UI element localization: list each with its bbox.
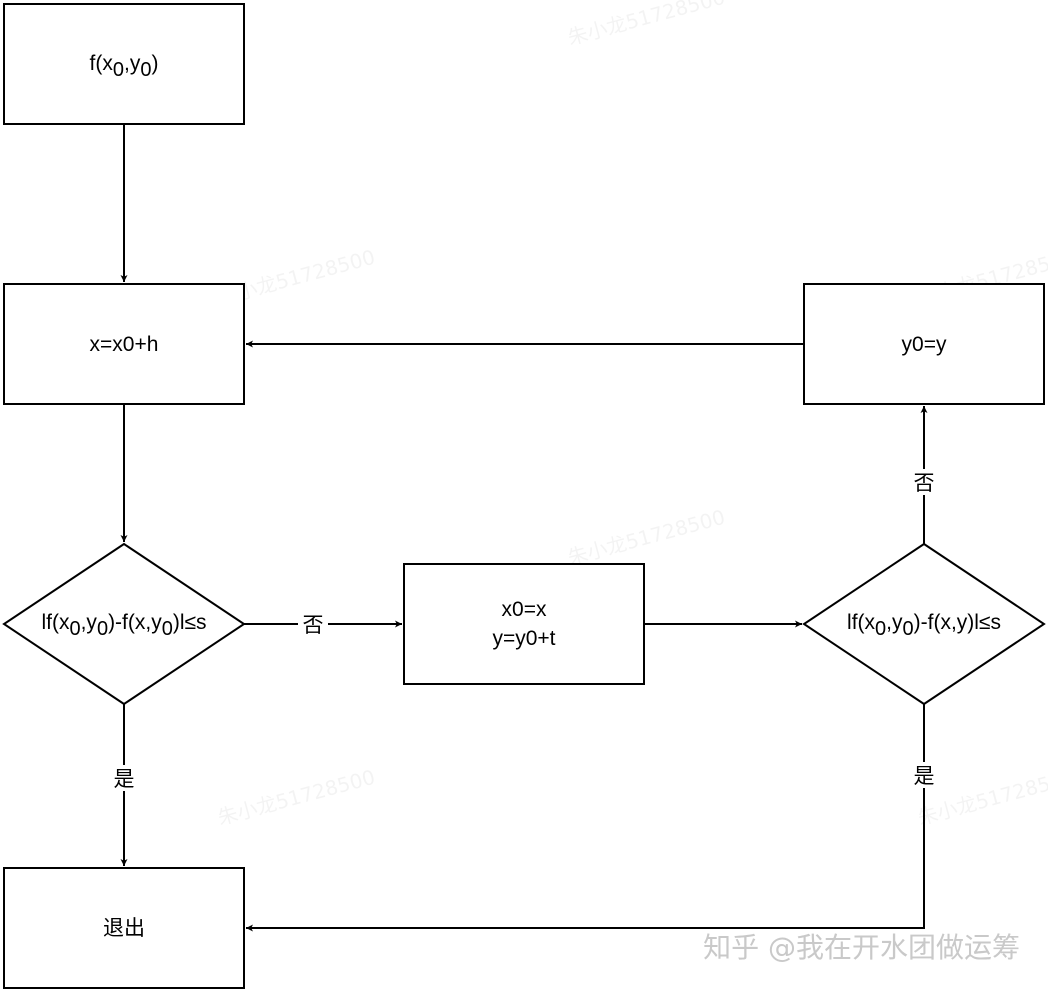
edge-label-check1-yes: 是 [114, 767, 135, 791]
process-box [803, 283, 1045, 405]
node-assign: x0=x y=y0+t [403, 563, 645, 685]
check2-label: lf(x0,y0)-f(x,y)l≤s [847, 611, 1001, 640]
process-box [3, 283, 245, 405]
edge-label-check1-no: 否 [303, 613, 324, 637]
edge-label-bg [909, 762, 939, 788]
check2-label-part: )-f(x,y)l≤s [914, 611, 1001, 634]
edge-label-check2-no: 否 [914, 471, 935, 495]
start-label-sub: 0 [113, 59, 124, 81]
edge-label-check2-yes: 是 [914, 764, 935, 788]
node-start: f(x0,y0) [3, 3, 245, 125]
edge-label-bg [109, 765, 139, 791]
node-exit: 退出 [3, 867, 245, 989]
check2-label-part: ,y [886, 611, 903, 634]
check2-label-sub: 0 [903, 618, 914, 640]
start-label: f(x0,y0) [90, 52, 159, 81]
node-update-y: y0=y [803, 283, 1045, 405]
watermark-text: 朱小龙51728500 [565, 505, 727, 570]
check1-label: lf(x0,y0)-f(x,y0)l≤s [41, 611, 206, 640]
check1-label-sub: 0 [97, 618, 108, 640]
watermark-text: 朱小龙51728500 [215, 765, 377, 830]
footer-watermark: 知乎 @我在开水团做运筹 [703, 931, 1020, 964]
decision-diamond [2, 542, 246, 706]
node-check2: lf(x0,y0)-f(x,y)l≤s [802, 542, 1046, 706]
edge-label-bg [298, 611, 328, 637]
watermark-text: 朱小龙51728500 [565, 0, 727, 50]
check1-label-part: )l≤s [173, 611, 207, 634]
edge-check2-yes [246, 704, 925, 932]
start-label-end: ) [151, 52, 158, 75]
exit-label: 退出 [103, 917, 145, 940]
edge-label-bg [909, 469, 939, 495]
node-update-x: x=x0+h [3, 283, 245, 405]
check1-label-part: lf(x [41, 611, 69, 634]
decision-diamond [802, 542, 1046, 706]
edge-labels: 否 是 否 是 [109, 469, 939, 791]
update-x-label: x=x0+h [90, 333, 159, 356]
start-label-sub: 0 [140, 59, 151, 81]
check1-label-sub: 0 [69, 618, 80, 640]
start-label-mid: ,y [124, 52, 141, 75]
check2-label-part: lf(x [847, 611, 875, 634]
assign-label-line2: y=y0+t [492, 627, 555, 650]
start-label-base: f(x [90, 52, 114, 75]
process-box [3, 3, 245, 125]
process-box [3, 867, 245, 989]
check1-label-sub: 0 [162, 618, 173, 640]
check2-label-sub: 0 [875, 618, 886, 640]
assign-label-line1: x0=x [502, 598, 547, 621]
node-check1: lf(x0,y0)-f(x,y0)l≤s [2, 542, 246, 706]
check1-label-part: )-f(x,y [108, 611, 162, 634]
check1-label-part: ,y [81, 611, 98, 634]
process-box [403, 563, 645, 685]
update-y-label: y0=y [902, 333, 947, 356]
